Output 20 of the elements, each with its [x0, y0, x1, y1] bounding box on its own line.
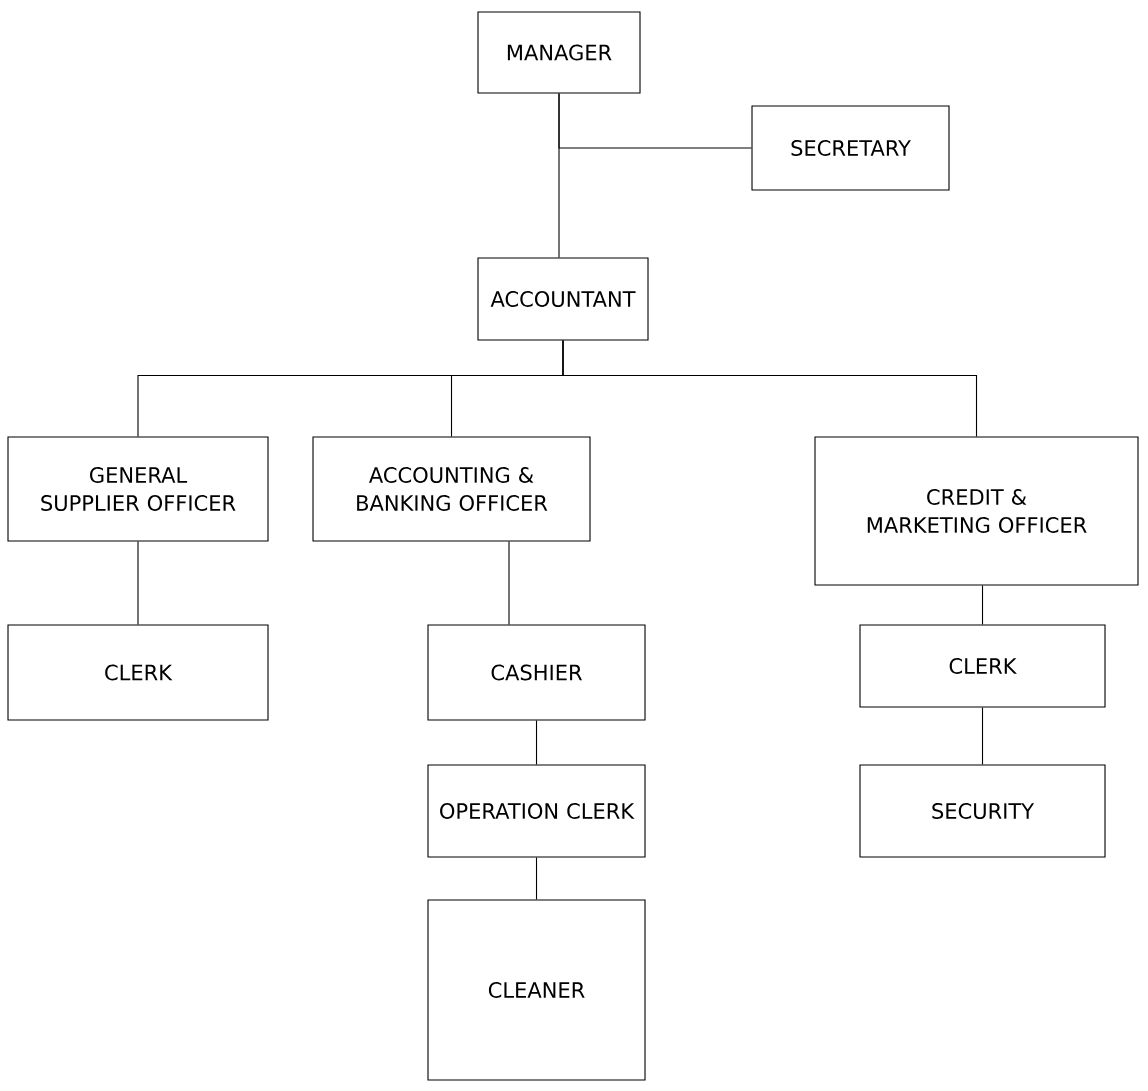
connector-line: [558, 93, 560, 258]
org-box: SECURITY: [859, 764, 1106, 858]
org-box: GENERAL SUPPLIER OFFICER: [7, 436, 269, 542]
org-box: ACCOUNTING & BANKING OFFICER: [312, 436, 591, 542]
org-box: MANAGER: [477, 11, 641, 94]
org-box: SECRETARY: [751, 105, 950, 191]
org-box: CREDIT & MARKETING OFFICER: [814, 436, 1139, 586]
connector-line: [981, 707, 984, 765]
org-box: CLERK: [7, 624, 269, 721]
connector-line: [562, 340, 978, 437]
connector-line: [535, 857, 538, 900]
connector-line: [508, 541, 510, 625]
org-box: OPERATION CLERK: [427, 764, 646, 858]
connector-line: [137, 541, 139, 625]
org-box: ACCOUNTANT: [477, 257, 649, 341]
connector-line: [535, 720, 538, 765]
org-box: CASHIER: [427, 624, 646, 721]
org-box: CLEANER: [427, 899, 646, 1081]
org-box: CLERK: [859, 624, 1106, 708]
connector-line: [981, 585, 984, 625]
